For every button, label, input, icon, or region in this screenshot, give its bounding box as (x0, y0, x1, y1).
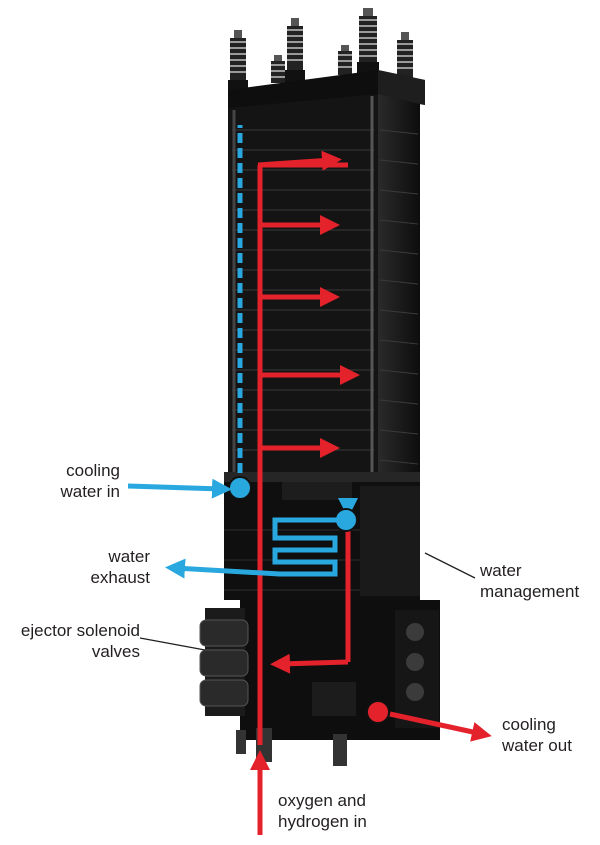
cooling-inlet-port (228, 476, 252, 500)
spark-plug-terminal-icon (271, 55, 285, 83)
spark-plug-terminal-icon (228, 30, 248, 94)
cooling-outlet-port (366, 700, 390, 724)
label-line: water (108, 547, 150, 566)
solenoid-valve-icon (199, 619, 249, 707)
label-line: oxygen and (278, 791, 366, 810)
label-line: cooling (66, 461, 120, 480)
base-valve-block (199, 600, 440, 766)
label-line: exhaust (90, 568, 150, 587)
label-ejector-solenoid-valves: ejector solenoid valves (10, 620, 140, 662)
cooling-water-path (127, 122, 492, 742)
reactant-gas-path (250, 150, 360, 835)
label-line: water in (60, 482, 120, 501)
label-oxygen-hydrogen-in: oxygen and hydrogen in (278, 790, 367, 832)
label-line: management (480, 582, 580, 601)
label-line: valves (91, 642, 140, 661)
label-line: cooling (502, 715, 556, 734)
solenoid-valve-icon (395, 610, 439, 728)
spark-plug-terminal-icon (338, 45, 352, 75)
leader-lines (139, 552, 476, 651)
label-cooling-water-out: cooling water out (502, 714, 572, 756)
label-line: ejector solenoid (20, 621, 140, 640)
cell-stack (228, 94, 420, 478)
top-end-plate (228, 70, 425, 112)
label-line: hydrogen in (278, 812, 367, 831)
serpentine-channel-icon (165, 508, 358, 579)
label-cooling-water-in: cooling water in (40, 460, 120, 502)
label-line: water (480, 561, 522, 580)
spark-plug-terminal-icon (285, 18, 305, 84)
spark-plug-terminal-icon (357, 8, 379, 76)
label-line: water out (502, 736, 572, 755)
label-water-exhaust: water exhaust (60, 546, 150, 588)
label-water-management: water management (480, 560, 579, 602)
